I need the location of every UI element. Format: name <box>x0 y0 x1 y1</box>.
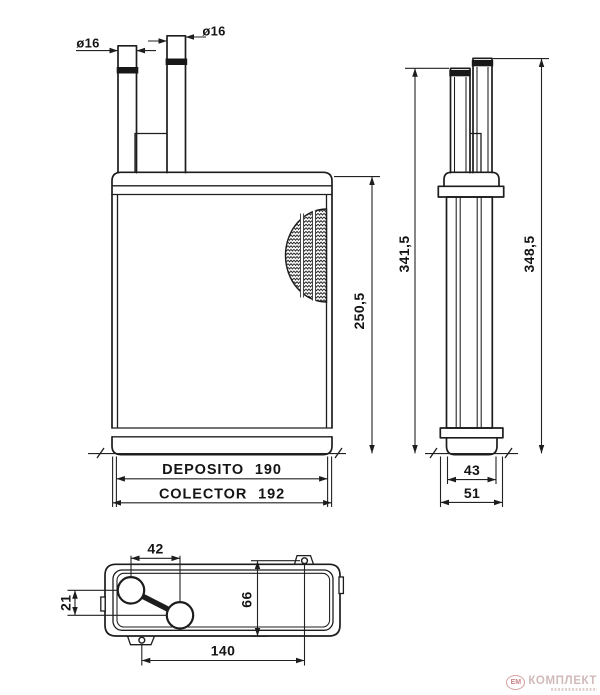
dim-label: 43 <box>464 462 480 478</box>
front-pipe-right <box>166 34 187 174</box>
watermark-logo-badge: ЕМ <box>506 675 526 690</box>
mesh-separator-edges <box>300 211 316 301</box>
bottom-mount-hole-top <box>300 557 309 565</box>
extension-lines <box>251 560 300 637</box>
dim-bottom-pipe-center-offset: 21 <box>58 589 167 616</box>
dim-front-tank-width: DEPOSITO 190 <box>112 456 333 507</box>
watermark-brand-block: КОМПЛЕКТ <box>528 675 597 691</box>
dim-front-core-height: 250,5 <box>334 176 380 454</box>
dim-label: 66 <box>239 591 255 607</box>
side-dimensions: 341,5 348,5 43 51 <box>396 58 549 507</box>
dim-label: COLECTOR 192 <box>159 486 285 502</box>
front-pipe-right-band <box>165 58 188 65</box>
pipe-port-right <box>165 600 195 630</box>
dim-front-pipe-left-diameter: ø16 <box>76 36 156 54</box>
side-pipe-front-inner-walls <box>476 67 489 172</box>
dim-label: 341,5 <box>396 235 412 272</box>
dim-front-collector-width: COLECTOR 192 <box>112 486 332 506</box>
side-bottom-tank <box>445 436 498 456</box>
front-pipe-left-band <box>116 67 139 74</box>
dim-label: 348,5 <box>521 235 537 272</box>
dim-label: DEPOSITO 190 <box>162 462 282 478</box>
side-pipe-rear <box>449 67 471 174</box>
bottom-housing-outline <box>104 563 341 637</box>
dim-bottom-mount-length: 140 <box>141 563 306 666</box>
side-pipe-step <box>470 132 482 173</box>
watermark: ЕМ КОМПЛЕКТ <box>506 675 597 691</box>
watermark-subline <box>551 688 597 691</box>
side-pipe-front-band <box>471 60 494 67</box>
bottom-mount-tab-top <box>293 554 315 565</box>
side-pipe-rear-inner-walls <box>453 77 467 172</box>
dim-front-pipe-right-diameter: ø16 <box>148 24 225 44</box>
dim-side-height-rear-pipe: 341,5 <box>396 67 449 454</box>
front-mesh-grille <box>284 208 328 303</box>
dim-side-collar-depth: 51 <box>439 456 504 507</box>
side-view <box>425 57 518 459</box>
watermark-logo-text: ЕМ <box>510 679 522 686</box>
front-pipe-step <box>134 132 167 173</box>
front-mesh-separators <box>300 210 316 301</box>
front-core-outer-sides <box>111 193 333 429</box>
bottom-inner-wall-outer <box>112 569 334 631</box>
dim-label: 42 <box>147 541 163 557</box>
dim-side-height-front-pipe: 348,5 <box>493 58 549 454</box>
bottom-inner-wall-inner <box>116 572 331 628</box>
dim-label: 21 <box>58 595 74 611</box>
bottom-view <box>100 554 345 646</box>
bottom-mount-hole-bottom <box>138 636 146 644</box>
bottom-mount-tab-bottom <box>126 635 156 646</box>
side-top-collar <box>437 185 505 198</box>
extension-lines <box>112 456 333 507</box>
front-dimensions: ø16 ø16 250,5 DEPOSITO 190 COLECTOR 192 <box>76 24 380 507</box>
dim-label: ø16 <box>76 36 99 51</box>
front-bottom-tank <box>111 435 333 456</box>
side-top-tank <box>443 171 500 188</box>
dim-label: 51 <box>464 485 480 501</box>
front-baseline-ticks <box>96 447 343 459</box>
pipe-port-left <box>116 575 146 605</box>
dim-label: 140 <box>211 643 236 659</box>
extension-lines <box>439 456 504 507</box>
front-pipe-left <box>117 44 138 174</box>
side-pipe-front <box>472 57 493 174</box>
dim-side-tank-depth: 43 <box>446 456 497 484</box>
bottom-dimensions: 42 21 66 140 <box>58 541 306 666</box>
bottom-right-notch <box>338 576 345 595</box>
dim-bottom-housing-depth: 66 <box>239 560 300 637</box>
side-body <box>445 196 494 429</box>
side-pipe-rear-band <box>449 70 471 77</box>
dim-label: ø16 <box>202 24 225 39</box>
front-top-tank <box>111 171 333 196</box>
bottom-left-notch <box>100 596 106 612</box>
dim-bottom-pipe-center-distance: 42 <box>130 541 181 602</box>
side-baseline-ticks <box>429 447 513 459</box>
dim-label: 250,5 <box>351 292 367 329</box>
front-view <box>88 34 346 459</box>
side-bottom-collar <box>439 427 504 439</box>
side-body-tube-lines <box>455 197 482 428</box>
watermark-brand-text: КОМПЛЕКТ <box>528 675 597 687</box>
